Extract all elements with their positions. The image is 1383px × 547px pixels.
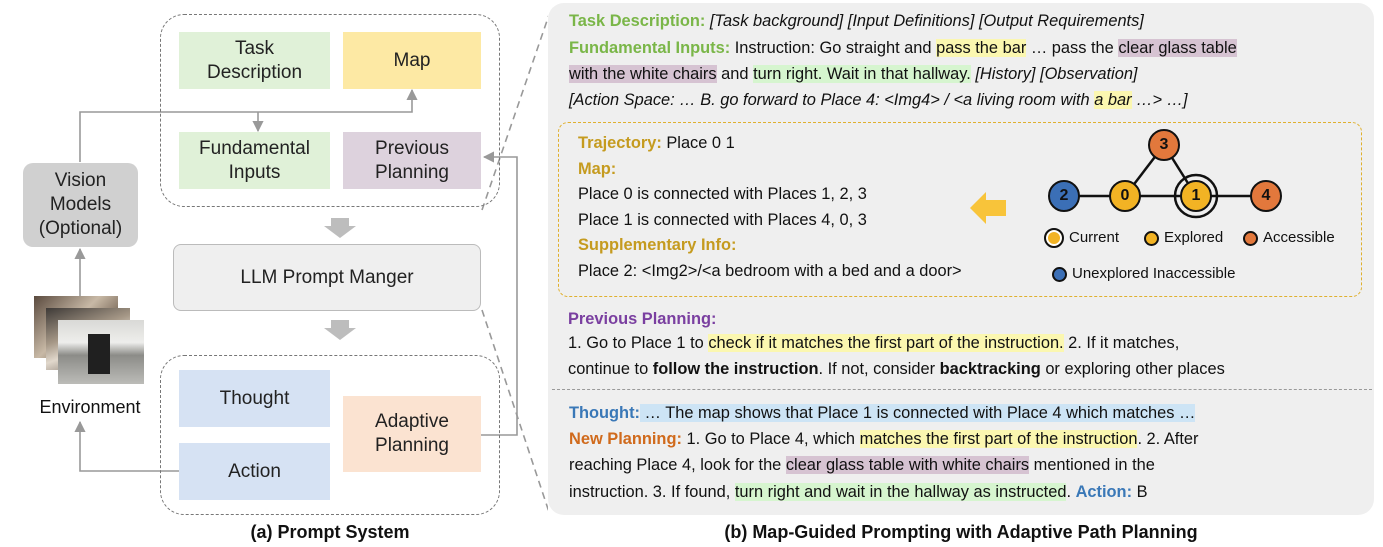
task-description-text: [Task background] [Input Definitions] [O… — [705, 12, 1144, 30]
environment-image — [58, 320, 144, 384]
accessible-icon — [1243, 230, 1258, 246]
trajectory-line: Trajectory: Place 0 1 — [578, 134, 735, 152]
vision-models-box: Vision Models (Optional) — [23, 163, 138, 247]
thought-box: Thought — [179, 370, 330, 427]
new-planning-label: New Planning: — [569, 430, 682, 448]
map-box: Map — [343, 32, 481, 89]
task-description-box: Task Description — [179, 32, 330, 89]
action-box: Action — [179, 443, 330, 500]
supplementary-info-label: Supplementary Info: — [578, 236, 737, 254]
map-connection-line-1: Place 0 is connected with Places 1, 2, 3 — [578, 185, 867, 203]
map-node-2: 2 — [1048, 180, 1080, 212]
task-description-line: Task Description: [Task background] [Inp… — [569, 11, 1144, 31]
legend-accessible: Accessible — [1243, 228, 1335, 248]
caption-a: (a) Prompt System — [250, 522, 410, 542]
instruction-continued-line: with the white chairs and turn right. Wa… — [569, 65, 1138, 83]
thought-line: Thought: … The map shows that Place 1 is… — [569, 404, 1196, 422]
map-node-3: 3 — [1148, 129, 1180, 161]
outputs-group — [160, 355, 500, 515]
new-planning-line-3: instruction. 3. If found, turn right and… — [569, 483, 1148, 501]
adaptive-planning-box: Adaptive Planning — [343, 396, 481, 472]
map-node-0: 0 — [1109, 180, 1141, 212]
map-info-box — [558, 122, 1362, 297]
fundamental-inputs-line: Fundamental Inputs: Instruction: Go stra… — [569, 39, 1237, 57]
map-connection-line-2: Place 1 is connected with Places 4, 0, 3 — [578, 211, 867, 229]
explored-icon — [1144, 230, 1159, 246]
inputs-group — [160, 14, 500, 207]
down-arrow-2 — [324, 320, 356, 340]
left-arrow-icon — [970, 192, 1006, 224]
environment-images — [34, 296, 154, 388]
map-label: Map: — [578, 160, 617, 178]
action-space-line: [Action Space: … B. go forward to Place … — [569, 91, 1188, 109]
unexplored-icon — [1052, 266, 1067, 282]
legend-explored: Explored — [1144, 228, 1223, 248]
current-icon — [1044, 228, 1064, 248]
prompt-panel — [548, 3, 1374, 515]
new-planning-line-2: reaching Place 4, look for the clear gla… — [569, 456, 1155, 474]
action-label: Action: — [1075, 483, 1133, 501]
divider — [552, 389, 1372, 390]
caption-b: (b) Map-Guided Prompting with Adaptive P… — [724, 522, 1198, 542]
map-node-1: 1 — [1180, 180, 1212, 212]
previous-planning-line-1: 1. Go to Place 1 to check if it matches … — [568, 334, 1180, 352]
environment-label: Environment — [39, 397, 141, 417]
supplementary-info-text: Place 2: <Img2>/<a bedroom with a bed an… — [578, 262, 962, 280]
trajectory-label: Trajectory: — [578, 134, 662, 152]
down-arrow-1 — [324, 218, 356, 238]
llm-prompt-manager-box: LLM Prompt Manger — [173, 244, 481, 311]
legend-current: Current — [1044, 228, 1119, 248]
fundamental-inputs-label: Fundamental Inputs: — [569, 39, 731, 57]
thought-label: Thought: — [569, 404, 640, 422]
new-planning-line-1: New Planning: 1. Go to Place 4, which ma… — [569, 430, 1199, 448]
previous-planning-label: Previous Planning: — [568, 310, 717, 328]
action-value: B — [1132, 483, 1148, 501]
fundamental-inputs-box: Fundamental Inputs — [179, 132, 330, 189]
map-node-4: 4 — [1250, 180, 1282, 212]
legend-unexplored: Unexplored Inaccessible — [1052, 264, 1235, 284]
task-description-label: Task Description: — [569, 12, 706, 30]
previous-planning-line-2: continue to follow the instruction. If n… — [568, 360, 1225, 378]
previous-planning-box: Previous Planning — [343, 132, 481, 189]
